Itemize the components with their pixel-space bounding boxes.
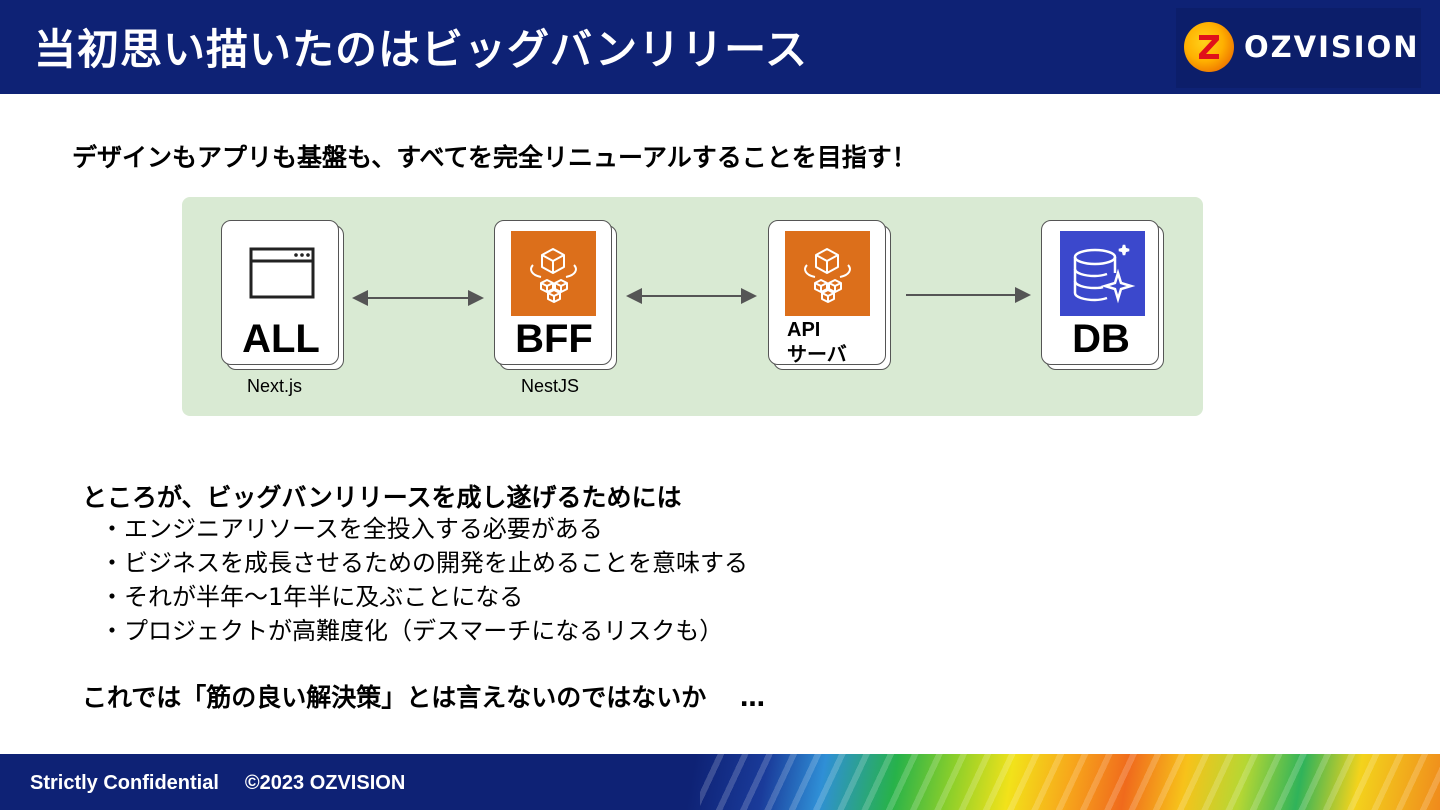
node-caption: Next.js [247,376,303,396]
body-lead: ところが、ビッグバンリリースを成し遂げるためには [82,483,682,512]
slide-footer: Strictly Confidential ©2023 OZVISION [0,754,1440,810]
aws-app-runner-icon [785,231,870,316]
bullet-item: プロジェクトが高難度化（デスマーチになるリスクも） [100,614,748,648]
bullet-item: それが半年～1年半に及ぶことになる [100,580,748,614]
ozvision-logo-icon [1184,22,1234,72]
database-sparkle-icon [1060,231,1145,316]
node-label: DB [1072,317,1130,361]
logo-text: OZVISION [1244,30,1420,64]
slide-subtitle: デザインもアプリも基盤も、すべてを完全リニューアルすることを目指す！ [72,143,917,172]
browser-window-icon [249,247,315,299]
copyright-label: ©2023 OZVISION [244,772,406,794]
aws-app-runner-icon [511,231,596,316]
architecture-diagram [182,197,1203,416]
node-bff: BFF [494,220,617,370]
node-label: API サーバ [787,319,847,366]
company-logo: OZVISION [1176,8,1421,88]
closing-statement: これでは「筋の良い解決策」とは言えないのではないか … [82,683,765,712]
node-label: ALL [242,317,320,361]
node-label: BFF [515,317,593,361]
node-api-server: API サーバ [768,220,891,370]
bullet-item: ビジネスを成長させるための開発を止めることを意味する [100,546,748,580]
confidential-label: Strictly Confidential [30,772,219,794]
node-caption: NestJS [521,376,580,396]
slide-title: 当初思い描いたのはビッグバンリリース [34,25,809,74]
bullet-item: エンジニアリソースを全投入する必要がある [100,512,748,546]
node-db: DB [1041,220,1164,370]
node-all: ALL [221,220,344,370]
slide-header: 当初思い描いたのはビッグバンリリース OZVISION [0,0,1440,94]
bullet-list: エンジニアリソースを全投入する必要がある ビジネスを成長させるための開発を止める… [100,512,748,648]
